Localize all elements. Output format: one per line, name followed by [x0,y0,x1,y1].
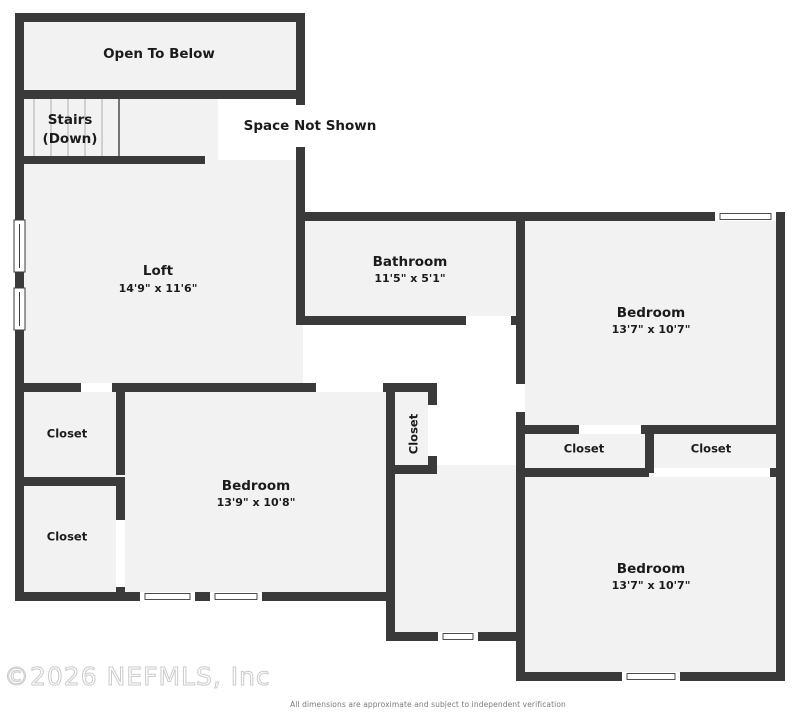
wall-left-bottom-exterior [15,592,127,601]
wall-closets-right-a [116,383,125,475]
window-loft-left-lower [13,287,26,331]
room-fill-center-hall [386,465,528,640]
window-ur-bedroom-top [715,212,776,221]
door-closet-left-lower [116,520,125,587]
label-loft: Loft [143,263,174,279]
label-bedroom-upper-right-dims: 13'7" x 10'7" [612,323,691,336]
label-bedroom-lower-left-dims: 13'9" x 10'8" [217,496,296,509]
wall-ll-bedroom-bottom [262,592,394,601]
wall-lr-bedroom-left [516,468,525,680]
door-closet-left-upper [81,383,112,392]
wall-loft-left-b [15,272,24,288]
wall-space-right-upper [296,97,305,105]
label-closet-left-lower: Closet [47,530,88,544]
label-closet-center: Closet [407,413,421,454]
wall-open-left [15,13,24,97]
wall-stairs-left [15,97,24,163]
door-closet-right-a [579,425,641,434]
wall-right-closets-bottom-a [519,468,649,477]
wall-loft-left-c [15,330,24,390]
room-fill-stairs [18,98,218,160]
label-bedroom-lower-right-dims: 13'7" x 10'7" [612,579,691,592]
room-fill-loft [15,160,303,385]
door-closet-center [428,405,437,456]
annotation-space-not-shown: Space Not Shown [244,118,377,134]
window-ll-bedroom-bottom-left [140,592,195,601]
wall-ur-bedroom-top-left [519,212,715,221]
wall-ll-bedroom-bottom-edge [120,592,140,601]
dimensions-disclaimer: All dimensions are approximate and subje… [290,700,566,709]
label-loft-dims: 14'9" x 11'6" [119,282,198,295]
mls-copyright-watermark: ©2026 NEFMLS, Inc [4,662,271,692]
wall-ll-bedroom-top-b [383,383,437,392]
label-bathroom: Bathroom [373,254,448,270]
door-bathroom [466,316,511,325]
wall-right-closets-top-a [519,425,579,434]
wall-top-exterior [15,13,305,22]
door-ll-bedroom [316,383,383,392]
room-fills [15,15,785,680]
wall-left-closets-top-a [15,383,81,392]
opening-space-not-shown [296,105,305,147]
annotations: Space Not Shown [244,118,377,134]
label-bathroom-dims: 11'5" x 5'1" [374,272,445,285]
label-bedroom-lower-left: Bedroom [222,478,290,494]
label-open-to-below: Open To Below [103,46,215,62]
wall-lr-bedroom-right [776,468,785,680]
window-center-hall-bottom [438,632,478,641]
wall-right-closets-divider [645,425,654,473]
openings [13,105,776,681]
wall-right-closets-top-b [641,425,785,434]
wall-lr-bedroom-bottom-a [516,672,622,681]
window-lr-bedroom-bottom [622,672,680,681]
wall-open-right [296,13,305,97]
wall-ll-bedroom-top-a [120,383,316,392]
room-fill-open-to-below [15,15,303,93]
wall-open-bottom [15,90,305,99]
wall-ur-bedroom-left-a [516,212,525,322]
wall-left-exterior-lower [15,383,24,601]
wall-ur-bedroom-left-c [516,412,525,474]
wall-ll-bedroom-bottom-mid [195,592,210,601]
room-fill-closet-left-upper [15,385,125,481]
room-fill-closet-left-lower [15,481,125,600]
door-closet-right-b [654,468,770,477]
window-loft-left-upper [13,219,26,273]
wall-space-right-lower [296,147,305,217]
room-fill-bedroom-upper-right [519,212,785,425]
label-stairs: Stairs [48,112,93,128]
wall-closets-right-b [116,477,125,520]
label-closet-left-upper: Closet [47,427,88,441]
wall-center-hall-bottom-a [386,632,438,641]
label-bedroom-lower-right: Bedroom [617,561,685,577]
room-labels: Open To Below Stairs (Down) Loft 14'9" x… [43,46,732,592]
wall-bathroom-left [296,212,305,324]
label-closet-right-b: Closet [691,442,732,456]
wall-ur-bedroom-left-b [516,322,525,384]
label-stairs-sub: (Down) [43,131,98,147]
wall-closet-left-divider [15,477,125,486]
wall-bathroom-bottom [296,316,466,325]
wall-ur-bedroom-right [776,212,785,474]
room-fill-bedroom-lower-right [519,470,785,680]
wall-bathroom-top [296,212,524,221]
room-fill-bedroom-lower-left [120,385,393,600]
wall-loft-left-a [15,160,24,220]
wall-stairs-bottom [15,156,205,164]
wall-center-closet-left [386,383,395,473]
room-fill-bathroom [296,216,524,323]
label-closet-right-a: Closet [564,442,605,456]
wall-center-hall-bottom-b [478,632,525,641]
wall-center-hall-left [386,465,395,640]
door-ur-bedroom [516,384,525,412]
stairs-treads [33,99,120,156]
window-ll-bedroom-bottom-right [210,592,262,601]
wall-center-closet-bottom [386,465,437,474]
wall-center-closet-right-a [428,383,437,405]
wall-lr-bedroom-bottom-b [680,672,785,681]
label-bedroom-upper-right: Bedroom [617,305,685,321]
walls [15,13,785,681]
